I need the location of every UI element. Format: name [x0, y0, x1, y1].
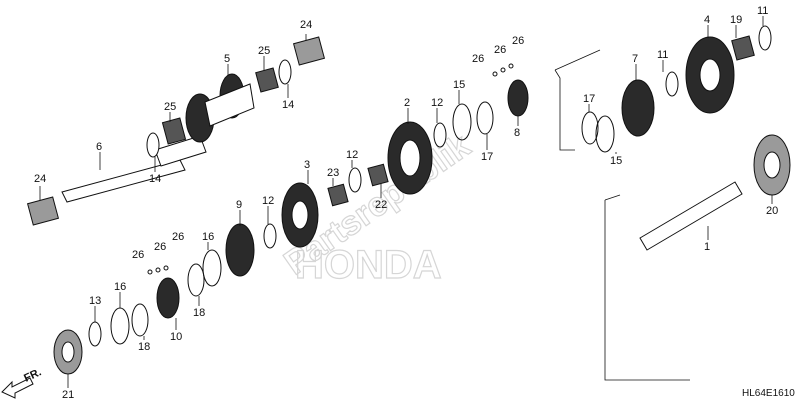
label-19: 19	[730, 14, 742, 26]
label-25b: 25	[164, 101, 176, 113]
label-7: 7	[632, 53, 638, 65]
ball-26c	[508, 63, 514, 69]
label-1: 1	[704, 241, 710, 253]
gear-2	[387, 121, 433, 195]
label-14b: 14	[282, 99, 294, 111]
gear-8	[507, 79, 529, 117]
diagram-code: HL64E1610	[742, 388, 795, 399]
countershaft	[61, 135, 207, 203]
label-26f: 26	[172, 231, 184, 243]
label-18a: 18	[193, 307, 205, 319]
label-6: 6	[96, 141, 102, 153]
label-14a: 14	[149, 173, 161, 185]
needle-bearing-25b	[255, 67, 279, 93]
label-16b: 16	[114, 281, 126, 293]
needle-bearing-24b	[292, 36, 326, 66]
label-12a: 12	[431, 97, 443, 109]
needle-bearing-19	[731, 35, 755, 61]
label-11b: 11	[657, 49, 668, 61]
label-20: 20	[766, 205, 778, 217]
bearing-21	[53, 329, 83, 375]
leader-lines	[39, 16, 773, 388]
label-15a: 15	[453, 79, 465, 91]
washer-12c	[263, 223, 277, 249]
washer-12b	[348, 167, 362, 193]
label-12c: 12	[262, 195, 274, 207]
ball-26d	[147, 269, 153, 275]
washer-11a	[758, 25, 772, 51]
label-24b: 24	[34, 173, 46, 185]
ball-26b	[500, 67, 506, 73]
needle-bearing-24	[26, 196, 60, 226]
ring-15b	[595, 115, 615, 153]
label-15b: 15	[610, 155, 622, 167]
label-26c: 26	[512, 35, 524, 47]
label-17a: 17	[481, 151, 493, 163]
ball-26a	[492, 71, 498, 77]
washer-13	[88, 321, 102, 347]
label-8: 8	[514, 127, 520, 139]
gear-4	[685, 36, 735, 114]
label-23: 23	[327, 167, 339, 179]
label-3: 3	[304, 159, 310, 171]
ring-16b	[110, 307, 130, 345]
ring-18a	[187, 263, 205, 297]
direction-label: FR.	[22, 366, 43, 384]
washer-11b	[665, 71, 679, 97]
gear-9	[225, 223, 255, 277]
washer-14b	[278, 59, 292, 85]
watermark-brand: HONDA	[295, 243, 442, 287]
washer-12a	[433, 122, 447, 148]
ring-15a	[452, 103, 472, 141]
label-17b: 17	[583, 93, 595, 105]
label-4: 4	[704, 14, 710, 26]
ring-16a	[202, 249, 222, 287]
ball-26f	[163, 265, 169, 271]
gear-7	[621, 79, 655, 137]
part-labels: 1 2 3 4 5 6 7 8 9 10 11 11 12 12 12 13 1…	[34, 5, 778, 401]
label-24a: 24	[300, 19, 312, 31]
label-18b: 18	[138, 341, 150, 353]
gear-10	[156, 277, 180, 319]
ring-17a	[476, 101, 494, 135]
label-5: 5	[224, 53, 230, 65]
label-26d: 26	[132, 249, 144, 261]
label-22: 22	[375, 199, 387, 211]
label-2: 2	[404, 97, 410, 109]
mainshaft	[639, 181, 743, 251]
label-26a: 26	[472, 53, 484, 65]
needle-bearing-22	[367, 163, 389, 187]
gear-3	[281, 182, 319, 248]
label-11a: 11	[757, 5, 768, 17]
label-10: 10	[170, 331, 182, 343]
ring-17b	[581, 111, 599, 145]
ring-18b	[131, 303, 149, 337]
bearing-20	[753, 134, 791, 196]
needle-bearing-25	[161, 117, 187, 145]
label-9: 9	[236, 199, 242, 211]
label-12b: 12	[346, 149, 358, 161]
label-26b: 26	[494, 44, 506, 56]
label-26e: 26	[154, 241, 166, 253]
front-direction-arrow: FR.	[1, 366, 43, 399]
group-bracket	[554, 49, 690, 381]
label-16a: 16	[202, 231, 214, 243]
gear-5	[185, 73, 255, 143]
needle-bearing-23	[327, 183, 349, 207]
label-25a: 25	[258, 45, 270, 57]
label-13: 13	[89, 295, 101, 307]
ball-26e	[155, 267, 161, 273]
label-21: 21	[62, 389, 74, 401]
washer-14	[146, 132, 160, 158]
